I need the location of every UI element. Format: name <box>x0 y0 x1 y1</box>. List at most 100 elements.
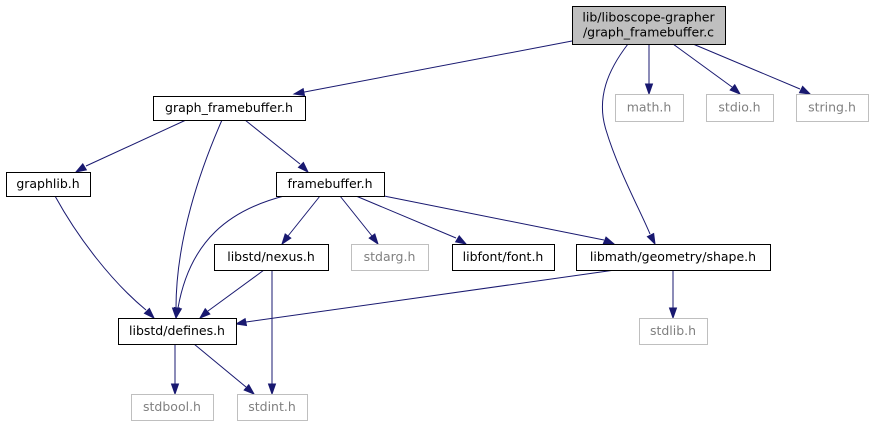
edge-arrowhead <box>198 307 211 319</box>
node-libstd-defines-h[interactable]: libstd/defines.h <box>118 318 237 345</box>
node-label: graph_framebuffer.h <box>165 100 293 115</box>
edge-arrowhead <box>297 161 310 174</box>
edge-graph_framebuffer_c-to-stdio_h <box>672 43 742 95</box>
edge-arrowhead <box>646 232 656 246</box>
node-label: graphlib.h <box>16 176 79 191</box>
edges-layer <box>54 40 812 396</box>
node-box <box>131 394 214 421</box>
edge-arrowhead <box>729 83 742 95</box>
edge-arrowhead <box>234 317 248 327</box>
edge-line <box>177 195 285 309</box>
node-box <box>639 318 708 345</box>
edge-arrowhead <box>267 383 277 396</box>
edge-arrowhead <box>143 307 156 320</box>
edge-line <box>293 40 573 95</box>
edge-arrowhead <box>170 383 180 396</box>
node-label: stdbool.h <box>143 399 201 414</box>
edge-arrowhead <box>668 307 678 320</box>
node-label: framebuffer.h <box>287 176 372 191</box>
edge-line <box>175 119 223 309</box>
node-libstd-nexus-h[interactable]: libstd/nexus.h <box>214 244 329 271</box>
edge-line <box>287 195 321 237</box>
node-box <box>452 244 555 271</box>
node-label: libfont/font.h <box>463 249 544 264</box>
node-box <box>576 244 771 271</box>
edge-line <box>672 43 733 88</box>
edge-libmath_shape_h-to-libstd_defines_h <box>234 269 616 327</box>
edge-libstd_nexus_h-to-libstd_defines_h <box>198 269 265 319</box>
edge-arrowhead <box>454 234 468 245</box>
edge-line <box>602 43 651 235</box>
node-stdbool-h: stdbool.h <box>131 394 214 421</box>
edge-arrowhead <box>798 85 812 95</box>
node-label: string.h <box>808 100 856 115</box>
edge-graph_framebuffer_c-to-math_h <box>644 44 654 96</box>
edge-graph_framebuffer_c-to-string_h <box>692 43 812 95</box>
node-box <box>615 94 684 122</box>
node-stdint-h: stdint.h <box>237 394 308 421</box>
edge-arrowhead <box>644 83 654 96</box>
edge-line <box>245 269 616 323</box>
node-label: math.h <box>627 100 672 115</box>
edge-line <box>355 195 457 239</box>
edge-arrowhead <box>368 233 379 246</box>
node-graphlib-h[interactable]: graphlib.h <box>6 172 91 197</box>
node-label: /graph_framebuffer.c <box>583 25 714 40</box>
edge-libstd_defines_h-to-stdint_h <box>193 343 256 395</box>
node-box <box>214 244 329 271</box>
node-libmath-shape-h[interactable]: libmath/geometry/shape.h <box>576 244 771 271</box>
node-box <box>572 6 726 45</box>
edge-line <box>383 195 605 241</box>
node-graph-framebuffer-h[interactable]: graph_framebuffer.h <box>153 96 306 121</box>
edge-arrowhead <box>281 233 292 246</box>
node-string-h: string.h <box>796 94 869 122</box>
edge-line <box>193 343 247 388</box>
edge-libstd_nexus_h-to-stdint_h <box>267 270 277 396</box>
edge-libstd_defines_h-to-stdbool_h <box>170 344 180 396</box>
edge-line <box>692 43 801 90</box>
edge-arrowhead <box>74 162 88 173</box>
node-box <box>351 244 429 271</box>
node-label: stdint.h <box>248 399 296 414</box>
edge-graph_framebuffer_c-to-graph_framebuffer_h <box>292 40 573 97</box>
edge-line <box>207 269 265 312</box>
nodes-layer: lib/liboscope-grapher/graph_framebuffer.… <box>6 6 869 421</box>
node-stdarg-h: stdarg.h <box>351 244 429 271</box>
node-box <box>118 318 237 345</box>
edge-framebuffer_h-to-libstd_nexus_h <box>281 195 321 246</box>
edge-arrowhead <box>602 236 616 245</box>
node-label: libstd/nexus.h <box>227 249 315 264</box>
edge-line <box>54 195 147 311</box>
edge-line <box>85 119 187 167</box>
edge-graphlib_h-to-libstd_defines_h <box>54 195 156 320</box>
node-math-h: math.h <box>615 94 684 122</box>
edge-framebuffer_h-to-libmath_shape_h <box>383 195 616 245</box>
node-box <box>796 94 869 122</box>
node-label: lib/liboscope-grapher <box>582 10 715 25</box>
edge-graph_framebuffer_h-to-graphlib_h <box>74 119 187 173</box>
node-label: stdlib.h <box>650 323 696 338</box>
node-stdio-h: stdio.h <box>706 94 774 122</box>
node-label: stdarg.h <box>364 249 416 264</box>
node-box <box>237 394 308 421</box>
node-label: stdio.h <box>718 100 760 115</box>
node-box <box>276 172 385 197</box>
edge-arrowhead <box>173 306 183 320</box>
edge-framebuffer_h-to-libfont_font_h <box>355 195 468 245</box>
node-libfont-font-h[interactable]: libfont/font.h <box>452 244 555 271</box>
edge-framebuffer_h-to-stdarg_h <box>339 195 379 246</box>
edge-line <box>339 195 373 237</box>
edge-framebuffer_h-to-libstd_defines_h <box>173 195 285 320</box>
edge-graph_framebuffer_h-to-libstd_defines_h <box>171 119 223 320</box>
edge-arrowhead <box>243 383 256 395</box>
edge-line <box>244 119 301 165</box>
node-box <box>6 172 91 197</box>
node-framebuffer-h[interactable]: framebuffer.h <box>276 172 385 197</box>
node-box <box>153 96 306 121</box>
node-graph-framebuffer-c[interactable]: lib/liboscope-grapher/graph_framebuffer.… <box>572 6 726 45</box>
edge-graph_framebuffer_h-to-framebuffer_h <box>244 119 310 174</box>
node-stdlib-h: stdlib.h <box>639 318 708 345</box>
edge-arrowhead <box>292 87 306 97</box>
node-label: libmath/geometry/shape.h <box>590 249 756 264</box>
edge-graph_framebuffer_c-to-libmath_shape_h <box>602 43 656 246</box>
